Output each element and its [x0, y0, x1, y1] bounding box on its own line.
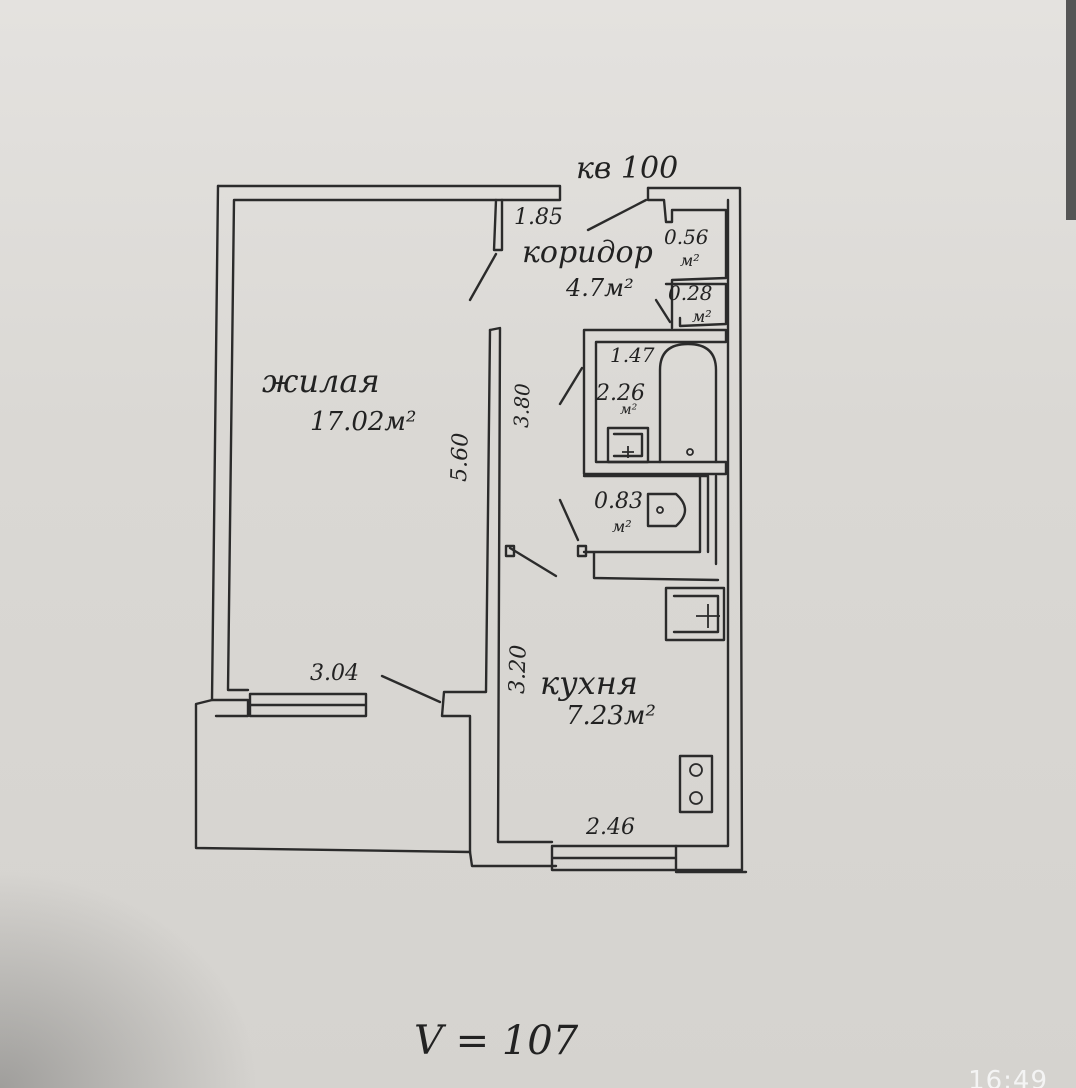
- leader-2: [586, 198, 648, 232]
- dim-kitchen-width: 2.46: [585, 815, 635, 840]
- kitchen-bottom: [674, 198, 730, 848]
- dim-kitchen-length: 3.20: [505, 644, 532, 694]
- leader-6: [508, 546, 558, 578]
- living-window: [248, 692, 368, 718]
- bath-dimension: 1.47: [610, 343, 655, 367]
- dim-living-length: 5.60: [447, 432, 474, 482]
- kitchen-window: [550, 844, 678, 872]
- wc-block: [582, 474, 720, 582]
- volume-note: V = 107: [414, 1018, 579, 1064]
- bath-area: 2.26: [595, 381, 645, 406]
- bath-drain: [686, 448, 694, 456]
- leader-7: [380, 674, 442, 704]
- toilet-hole: [656, 506, 664, 514]
- living-bottom: [210, 698, 250, 718]
- leader-1: [468, 252, 498, 302]
- dim-corridor-length: 3.80: [509, 383, 535, 429]
- sink-cross: [622, 446, 720, 628]
- dim-living-width: 3.04: [310, 661, 359, 686]
- corridor-area: 4.7м²: [565, 274, 634, 302]
- stove: [678, 754, 714, 814]
- kitchen-name: кухня: [540, 664, 638, 702]
- outer-wall-bottom: [468, 850, 748, 874]
- bathtub: [658, 342, 718, 464]
- outer-wall-top-right: [646, 186, 744, 872]
- closet-2-area: 0.28: [668, 281, 713, 305]
- living-name: жилая: [262, 362, 380, 400]
- toilet: [646, 492, 687, 528]
- outer-wall: [216, 184, 562, 692]
- status-bar-time: 16:49: [968, 1066, 1048, 1088]
- closet-2: [664, 282, 728, 328]
- living-inner-right: [492, 198, 504, 252]
- photo-shadow: [0, 868, 260, 1088]
- dim-corridor-width: 1.85: [514, 205, 563, 230]
- stove-burner-1: [689, 763, 703, 777]
- door-stub: [504, 544, 588, 558]
- apartment-label: кв 100: [576, 151, 678, 186]
- corridor-name: коридор: [522, 235, 653, 270]
- wc-area: 0.83: [594, 489, 643, 514]
- partition-wall-2: [440, 328, 492, 854]
- closet-2-unit: м²: [692, 307, 712, 326]
- closet-1-area: 0.56: [664, 225, 709, 249]
- leader-4: [558, 366, 584, 406]
- outer-wall-left: [194, 184, 472, 854]
- screen-edge: [1066, 0, 1076, 220]
- leader-3: [654, 298, 672, 324]
- closet-wall: [646, 186, 728, 330]
- wc-unit: м²: [612, 517, 632, 536]
- kitchen-sink: [664, 586, 726, 642]
- bath-block: [582, 328, 728, 476]
- kitchen-area: 7.23м²: [566, 701, 656, 731]
- living-area: 17.02м²: [310, 407, 416, 437]
- leader-5: [558, 498, 580, 542]
- partition-wall: [488, 326, 554, 844]
- bath-unit: м²: [620, 402, 638, 418]
- stove-burner-2: [689, 791, 703, 805]
- closet-1-unit: м²: [680, 251, 700, 270]
